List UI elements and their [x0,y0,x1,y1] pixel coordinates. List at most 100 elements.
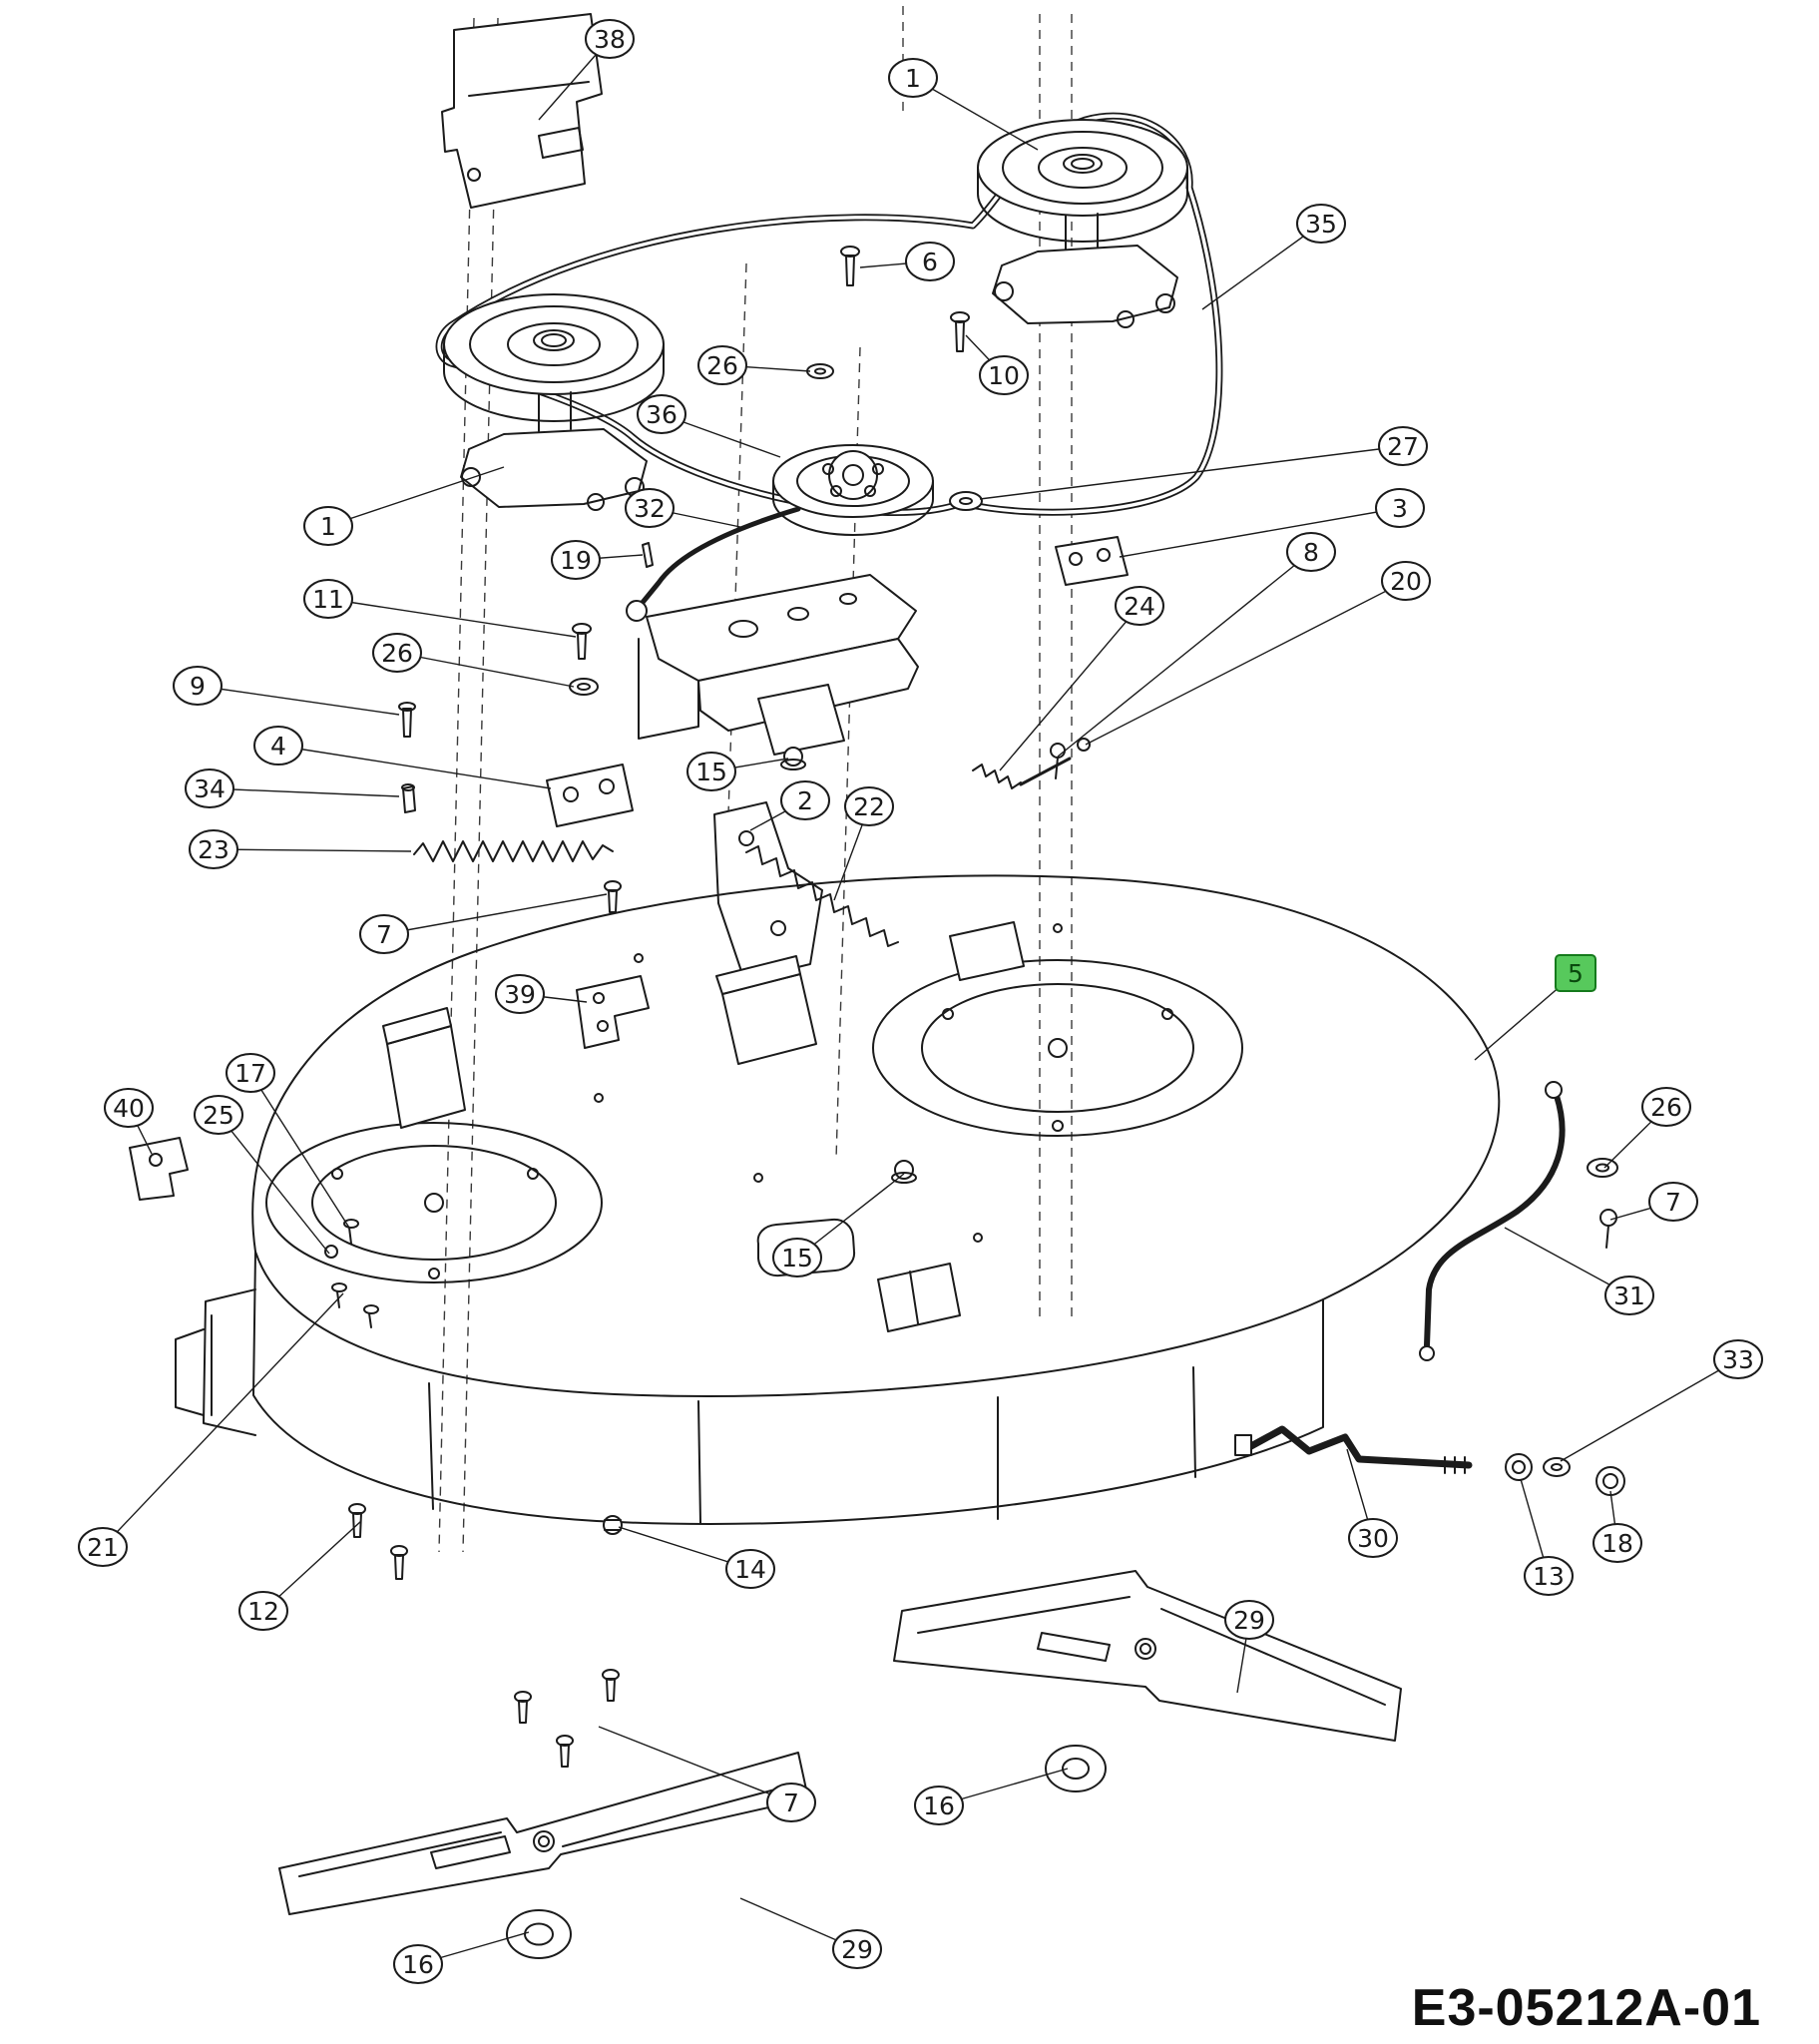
callout-38[interactable]: 38 [538,19,635,121]
callout-balloon [173,666,223,706]
leader-line [598,1726,792,1803]
callout-label: 11 [312,585,344,614]
callout-balloon [189,829,238,869]
callout-label: 40 [113,1094,145,1123]
callout-5[interactable]: 5 [1474,954,1596,1061]
callout-30[interactable]: 30 [1346,1448,1398,1558]
callout-29[interactable]: 29 [739,1897,882,1969]
callout-2[interactable]: 2 [749,780,830,831]
leader-line [1504,1227,1630,1296]
callout-18[interactable]: 18 [1592,1490,1642,1563]
callout-34[interactable]: 34 [185,768,400,808]
callout-balloon [226,1053,275,1093]
callout-label: 7 [783,1788,799,1817]
leader-line [912,77,1039,151]
callout-40[interactable]: 40 [104,1088,154,1155]
callout-20[interactable]: 20 [1085,561,1431,746]
callout-label: 34 [194,774,226,803]
callout-21[interactable]: 21 [78,1292,344,1567]
callout-label: 14 [734,1555,766,1584]
callout-4[interactable]: 4 [253,726,552,789]
callout-22[interactable]: 22 [833,786,894,901]
callout-12[interactable]: 12 [238,1520,362,1631]
callout-7[interactable]: 7 [359,893,608,954]
callout-14[interactable]: 14 [618,1526,775,1589]
callout-balloon [1286,532,1336,572]
callout-26[interactable]: 26 [697,345,811,385]
callout-36[interactable]: 36 [637,394,781,458]
callout-balloon [625,488,675,528]
callout-balloon [1592,1523,1642,1563]
callout-32[interactable]: 32 [625,488,741,528]
callout-label: 29 [841,1935,873,1964]
callout-26[interactable]: 26 [1603,1087,1691,1169]
callout-6[interactable]: 6 [859,242,955,281]
callout-25[interactable]: 25 [194,1095,330,1255]
callout-11[interactable]: 11 [303,579,577,638]
lift-rod-31 [1419,1081,1618,1361]
callout-35[interactable]: 35 [1201,204,1346,310]
callout-10[interactable]: 10 [965,334,1029,395]
callout-9[interactable]: 9 [173,666,400,716]
callout-13[interactable]: 13 [1520,1478,1574,1596]
callout-balloon [686,752,736,791]
callout-label: 15 [695,758,727,786]
fasteners [324,246,983,1768]
callout-balloon [766,1783,816,1822]
callout-29[interactable]: 29 [1224,1600,1274,1694]
callout-label: 29 [1233,1606,1265,1635]
callout-balloon [104,1088,154,1128]
callout-label: 30 [1357,1524,1389,1553]
callout-label: 19 [560,546,592,575]
idler-bracket [713,801,823,981]
callout-balloon [1381,561,1431,601]
callout-17[interactable]: 17 [226,1053,350,1229]
callout-label: 6 [922,248,938,276]
callout-balloon [725,1549,775,1589]
callout-label: 7 [376,920,392,949]
callout-7[interactable]: 7 [598,1726,816,1822]
deflector-baffle [441,13,603,209]
callout-label: 23 [198,835,229,864]
callout-15[interactable]: 15 [772,1173,905,1278]
callout-16[interactable]: 16 [393,1931,530,1984]
callout-33[interactable]: 33 [1560,1339,1763,1462]
callout-7[interactable]: 7 [1609,1182,1698,1222]
callout-balloon [551,540,601,580]
callout-label: 7 [1665,1188,1681,1217]
callout-label: 25 [203,1101,234,1130]
callout-balloon [303,506,353,546]
callout-label: 32 [634,494,666,523]
leader-line [213,848,412,852]
callout-label: 15 [781,1244,813,1273]
callout-8[interactable]: 8 [1057,532,1336,758]
callout-24[interactable]: 24 [999,586,1164,771]
blade-adapters [506,1745,1107,1959]
callout-16[interactable]: 16 [914,1768,1069,1825]
callout-label: 35 [1305,210,1337,239]
leader-line [999,605,1140,771]
callout-balloon [979,355,1029,395]
callout-39[interactable]: 39 [495,974,588,1014]
callout-label: 33 [1722,1345,1754,1374]
callout-3[interactable]: 3 [1119,488,1425,558]
callout-label: 12 [247,1597,279,1626]
callout-27[interactable]: 27 [979,426,1428,500]
callout-19[interactable]: 19 [551,540,644,580]
callout-26[interactable]: 26 [372,633,575,688]
leader-line [396,652,575,688]
leader-line [102,1292,344,1548]
callout-15[interactable]: 15 [686,752,789,791]
callout-balloon [1224,1600,1274,1640]
callout-balloon [1348,1518,1398,1558]
callout-23[interactable]: 23 [189,829,412,869]
callout-1[interactable]: 1 [303,466,505,546]
callout-1[interactable]: 1 [888,58,1039,151]
left-spindle-assembly [443,293,665,511]
callout-balloon [303,579,353,619]
callout-31[interactable]: 31 [1504,1227,1654,1315]
brake-rod-30 [1234,1425,1625,1496]
callout-label: 22 [853,792,885,821]
leader-line [1085,580,1407,746]
